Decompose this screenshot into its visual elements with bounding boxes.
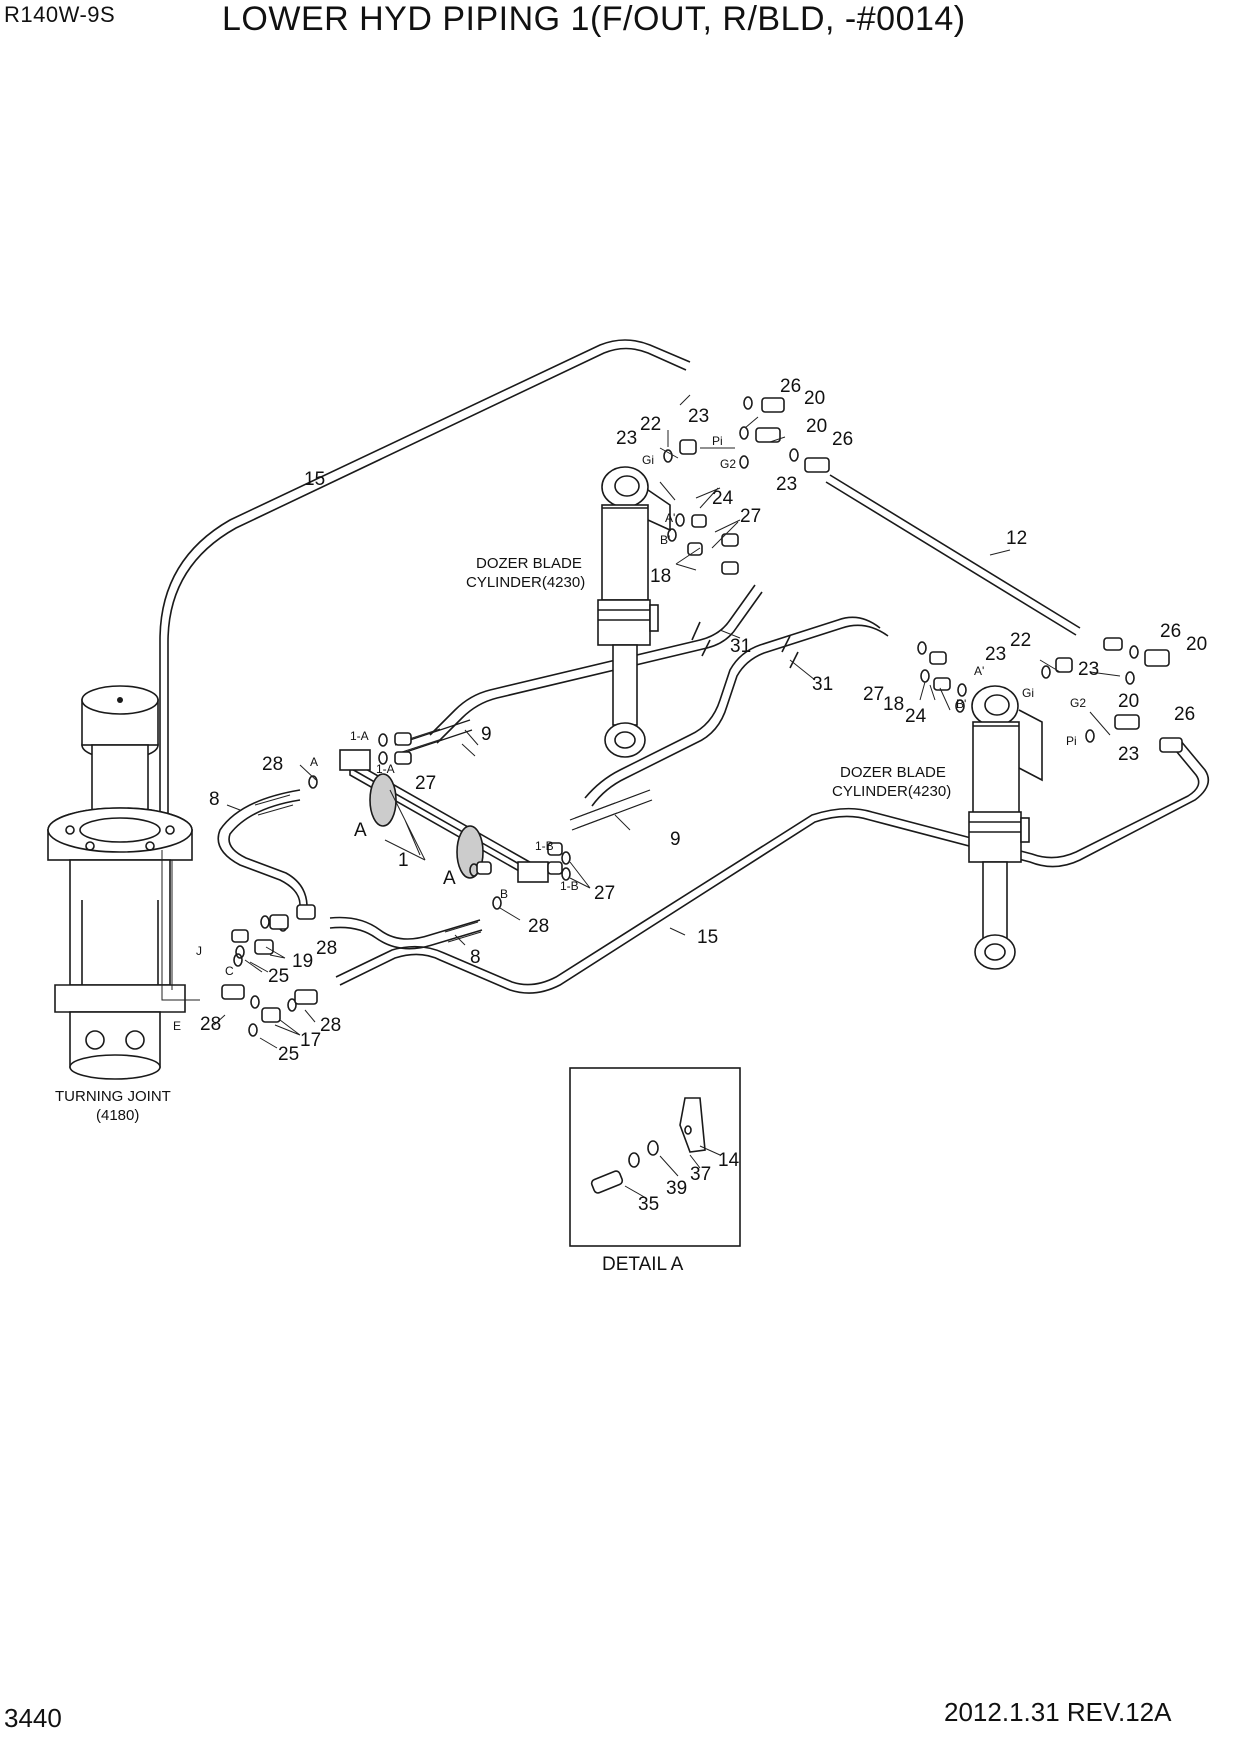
callout-22: 22	[640, 414, 661, 435]
callout-24: 24	[905, 706, 927, 727]
callout-26: 26	[1174, 704, 1195, 725]
callout-27: 27	[415, 773, 436, 794]
fittings	[221, 396, 1183, 1037]
callout-23: 23	[1118, 744, 1139, 765]
callout-26: 26	[832, 429, 853, 450]
callout-20: 20	[1118, 691, 1139, 712]
callout-23: 23	[1078, 659, 1099, 680]
callout-27: 27	[594, 883, 615, 904]
port-a-right: A'	[974, 664, 984, 678]
callout-18: 18	[883, 694, 904, 715]
port-c: C	[225, 964, 234, 978]
port-j: J	[196, 944, 202, 958]
pipe-15-upper	[159, 339, 691, 960]
port-labels: Gi Pi G2 A' B' Gi G2 Pi A' B' 1-A A 1-A …	[173, 434, 1086, 1033]
component-labels: DOZER BLADE CYLINDER(4230) DOZER BLADE C…	[55, 555, 951, 1275]
manifold-block-1	[339, 749, 549, 883]
leader-lines	[213, 394, 1121, 1049]
port-gi-right: Gi	[1022, 686, 1034, 700]
callout-23: 23	[616, 428, 637, 449]
port-a: A	[310, 755, 318, 769]
left-cylinder-label-1: DOZER BLADE	[476, 555, 582, 572]
callout-28: 28	[200, 1014, 221, 1035]
port-1a: 1-A	[350, 729, 369, 743]
callout-23: 23	[688, 406, 709, 427]
right-cylinder-label-1: DOZER BLADE	[840, 764, 946, 781]
callout-20: 20	[1186, 634, 1207, 655]
callout-23: 23	[776, 474, 797, 495]
callout-25: 25	[268, 966, 289, 987]
callout-27: 27	[740, 506, 761, 527]
pipe-12	[825, 474, 1081, 636]
port-b: B	[500, 887, 508, 901]
callout-26: 26	[780, 376, 801, 397]
callout-9: 9	[670, 829, 681, 850]
port-1b-2: 1-B	[560, 879, 579, 893]
callout-28: 28	[316, 938, 337, 959]
callout-15: 15	[304, 469, 325, 490]
callout-14: 14	[718, 1150, 740, 1171]
callout-39: 39	[666, 1178, 687, 1199]
callout-25: 25	[278, 1044, 299, 1065]
port-gi-left: Gi	[642, 453, 654, 467]
port-pi-right: Pi	[1066, 734, 1077, 748]
pipe-15-lower	[335, 739, 1210, 994]
callout-35: 35	[638, 1194, 659, 1215]
turning-joint	[47, 685, 200, 1080]
port-e: E	[173, 1019, 181, 1033]
callout-20: 20	[806, 416, 827, 437]
callout-26: 26	[1160, 621, 1181, 642]
left-dozer-blade-cylinder	[597, 466, 671, 758]
callout-9: 9	[481, 724, 492, 745]
callout-22: 22	[1010, 630, 1031, 651]
hoses-8	[217, 789, 483, 950]
callout-12: 12	[1006, 528, 1027, 549]
callout-28: 28	[528, 916, 549, 937]
callout-37: 37	[690, 1164, 711, 1185]
detail-a-box	[569, 1067, 741, 1247]
callout-A: A	[354, 820, 367, 841]
callout-1: 1	[398, 850, 409, 871]
turning-joint-label-1: TURNING JOINT	[55, 1088, 171, 1105]
right-cylinder-label-2: CYLINDER(4230)	[832, 783, 951, 800]
callout-18: 18	[650, 566, 671, 587]
page-title: LOWER HYD PIPING 1(F/OUT, R/BLD, -#0014)	[222, 0, 966, 38]
port-a-left: A'	[665, 511, 675, 525]
callout-8: 8	[470, 947, 481, 968]
turning-joint-label-2: (4180)	[96, 1107, 139, 1124]
date-revision: 2012.1.31 REV.12A	[944, 1697, 1172, 1727]
callout-19: 19	[292, 951, 313, 972]
callout-23: 23	[985, 644, 1006, 665]
callout-A: A	[443, 868, 456, 889]
callout-8: 8	[209, 789, 220, 810]
port-1b: 1-B	[535, 839, 554, 853]
callout-28: 28	[320, 1015, 341, 1036]
port-pi-left: Pi	[712, 434, 723, 448]
callout-numbers: 15 26 20 23 22 23 20 26 23 24 27 18 12 3…	[200, 376, 1207, 1215]
port-b-right: B'	[956, 697, 966, 711]
callout-15: 15	[697, 927, 718, 948]
port-b-left: B'	[660, 533, 670, 547]
page-number: 3440	[4, 1703, 62, 1733]
callout-31: 31	[812, 674, 833, 695]
pipes-31	[429, 584, 889, 807]
model-number: R140W-9S	[4, 2, 116, 27]
callout-17: 17	[300, 1030, 321, 1051]
callout-20: 20	[804, 388, 825, 409]
right-dozer-blade-cylinder	[968, 685, 1043, 970]
port-g2-left: G2	[720, 457, 736, 471]
port-1a-2: 1-A	[376, 762, 395, 776]
detail-a-caption: DETAIL A	[602, 1254, 684, 1275]
left-cylinder-label-2: CYLINDER(4230)	[466, 574, 585, 591]
port-g2-right: G2	[1070, 696, 1086, 710]
callout-31: 31	[730, 636, 751, 657]
callout-27: 27	[863, 684, 884, 705]
callout-24: 24	[712, 488, 734, 509]
callout-28: 28	[262, 754, 283, 775]
